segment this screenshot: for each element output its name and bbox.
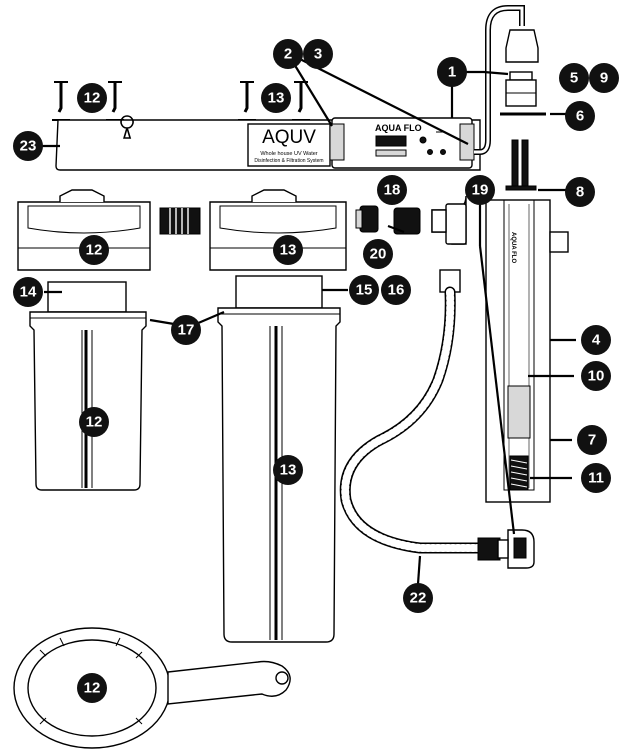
svg-text:13: 13 xyxy=(280,462,297,479)
callout-17: 17 xyxy=(171,315,201,345)
svg-text:18: 18 xyxy=(384,182,401,199)
callout-8: 8 xyxy=(565,177,595,207)
svg-text:23: 23 xyxy=(20,138,37,155)
callout-2: 2 xyxy=(273,39,303,69)
uv-lamp-end xyxy=(507,385,531,439)
nipple-fitting xyxy=(159,207,201,235)
lamp-connector xyxy=(505,71,537,107)
aquv-label-plate xyxy=(247,123,331,167)
flexible-hose xyxy=(339,269,509,561)
callout-13-bowl: 13 xyxy=(273,455,303,485)
filter-bowl-12 xyxy=(29,311,147,491)
svg-text:7: 7 xyxy=(588,432,596,449)
callout-12-bowl: 12 xyxy=(79,407,109,437)
aquv-subtitle-line2: Disinfection & Filtration System xyxy=(254,158,323,164)
svg-text:22: 22 xyxy=(410,590,427,607)
controller-brand-text: AQUA FLO xyxy=(375,123,422,133)
uv-controller-ballast: AQUA FLO xyxy=(329,117,475,169)
svg-text:11: 11 xyxy=(588,470,604,487)
svg-text:6: 6 xyxy=(576,108,584,125)
power-cord-and-plug xyxy=(474,5,539,155)
callout-18: 18 xyxy=(377,175,407,205)
svg-text:8: 8 xyxy=(576,184,584,201)
svg-text:9: 9 xyxy=(600,70,608,87)
callout-10: 10 xyxy=(581,361,611,391)
svg-text:15: 15 xyxy=(356,282,373,299)
callout-9: 9 xyxy=(589,63,619,93)
svg-text:1: 1 xyxy=(448,64,456,81)
callout-5: 5 xyxy=(559,63,589,93)
callout-14: 14 xyxy=(13,277,43,307)
callout-7: 7 xyxy=(577,425,607,455)
svg-text:12: 12 xyxy=(84,680,101,697)
filter-head-12 xyxy=(17,189,151,271)
callout-22: 22 xyxy=(403,583,433,613)
callout-12-screws: 12 xyxy=(77,83,107,113)
svg-text:19: 19 xyxy=(472,182,489,199)
callout-1: 1 xyxy=(437,57,467,87)
callout-15: 15 xyxy=(349,275,379,305)
callout-4: 4 xyxy=(581,325,611,355)
aquv-subtitle-line1: Whole house UV Water xyxy=(260,151,317,157)
uv-chamber: AQUA FLO xyxy=(485,199,569,503)
filter-head-13 xyxy=(209,189,347,271)
chamber-brand-text: AQUA FLO xyxy=(510,232,516,263)
adapter-fitting-20 xyxy=(393,207,421,235)
svg-text:13: 13 xyxy=(268,90,285,107)
uv-lamp-pins xyxy=(505,139,537,191)
svg-text:5: 5 xyxy=(570,70,578,87)
filter-cartridge-15-16 xyxy=(235,275,323,309)
callout-11: 11 xyxy=(581,463,611,493)
svg-text:3: 3 xyxy=(314,46,322,63)
filter-wrench xyxy=(13,627,291,749)
svg-text:12: 12 xyxy=(86,242,103,259)
callout-13-head: 13 xyxy=(273,235,303,265)
svg-text:16: 16 xyxy=(388,282,405,299)
callout-12-wrench: 12 xyxy=(77,673,107,703)
svg-text:10: 10 xyxy=(588,368,605,385)
callout-23: 23 xyxy=(13,131,43,161)
aquv-brand-text: AQUV xyxy=(262,127,316,148)
callout-20: 20 xyxy=(363,239,393,269)
svg-text:4: 4 xyxy=(592,332,601,349)
callout-12-head: 12 xyxy=(79,235,109,265)
svg-text:12: 12 xyxy=(86,414,103,431)
svg-text:13: 13 xyxy=(280,242,297,259)
outlet-elbow xyxy=(507,529,535,569)
elbow-fitting-19 xyxy=(431,195,467,245)
callout-6: 6 xyxy=(565,101,595,131)
svg-text:17: 17 xyxy=(178,322,195,339)
svg-text:14: 14 xyxy=(20,284,37,301)
filter-cartridge-14 xyxy=(47,281,127,313)
lamp-spring xyxy=(509,455,529,491)
callout-16: 16 xyxy=(381,275,411,305)
callout-3: 3 xyxy=(303,39,333,69)
svg-text:12: 12 xyxy=(84,90,101,107)
svg-text:20: 20 xyxy=(370,246,387,263)
callout-13-screws: 13 xyxy=(261,83,291,113)
svg-text:2: 2 xyxy=(284,46,292,63)
adapter-fitting-18 xyxy=(355,205,379,233)
callout-19: 19 xyxy=(465,175,495,205)
